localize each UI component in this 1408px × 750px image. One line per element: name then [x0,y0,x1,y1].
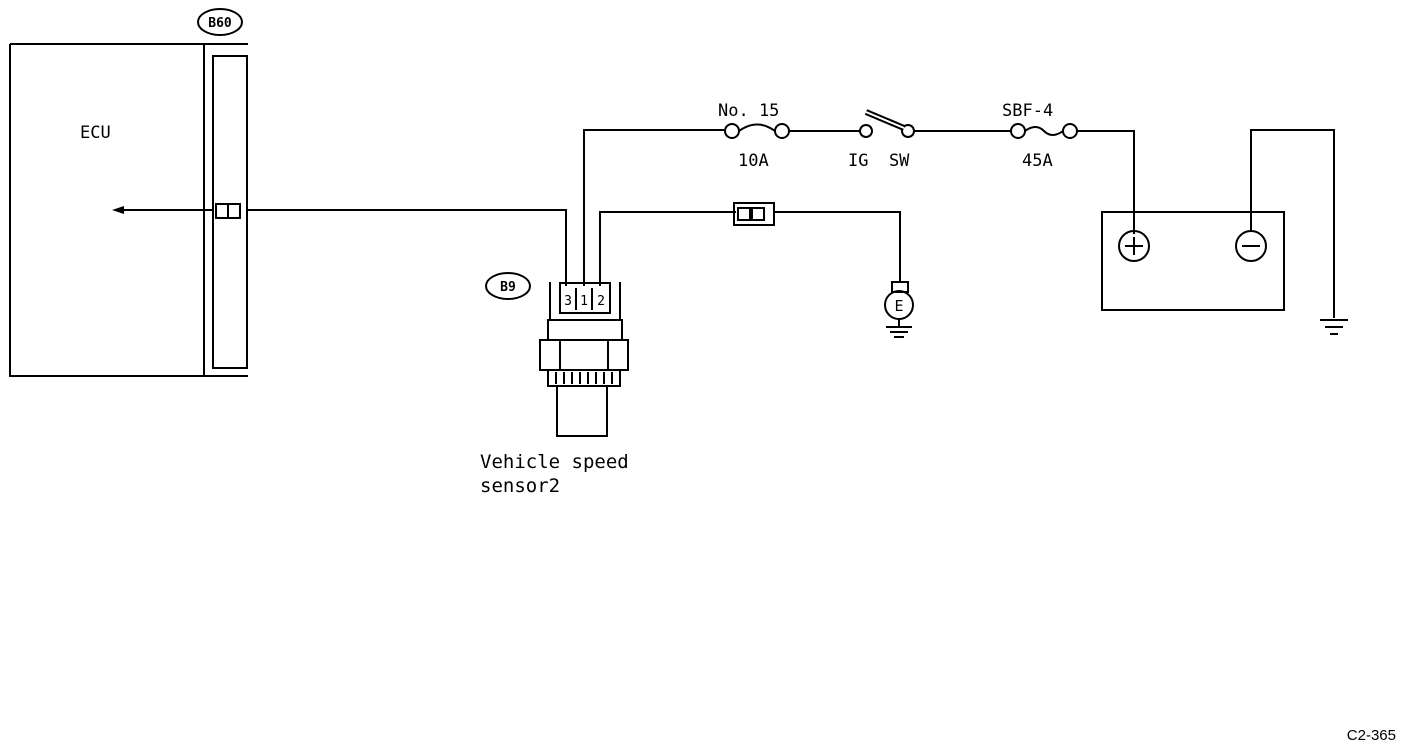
ground-wire [599,211,736,286]
fusible-link-rating: 45A [1022,151,1053,171]
fusible-link-name: SBF-4 [1002,101,1053,121]
fusible-link-sbf4 [1010,123,1078,139]
sensor-pin-1: 1 [580,294,588,309]
ignition-switch [859,109,915,138]
sensor-label-line1: Vehicle speed [480,451,629,473]
intermediate-connector [733,202,775,226]
ground-terminal-label: E [894,297,903,315]
sensor-pin-3: 3 [564,294,572,309]
power-wire [583,129,724,286]
connector-b9-label: B9 [500,280,516,295]
ignition-switch-label: IG SW [848,151,910,171]
fuse-name: No. 15 [718,101,779,121]
sensor-pin-2: 2 [597,294,605,309]
battery [1101,211,1285,311]
ground-terminal [884,281,914,338]
vehicle-speed-sensor [539,282,629,437]
connector-b60-label: B60 [208,16,232,31]
sensor-label-line2: sensor2 [480,475,560,497]
signal-wire [248,209,567,286]
figure-code: C2-365 [1347,727,1396,744]
fuse-no15 [724,123,790,139]
battery-ground-symbol [1320,319,1348,335]
fuse-rating: 10A [738,151,769,171]
connector-tag-b60 [197,8,243,36]
connector-tag-b9 [485,272,531,300]
ecu-label: ECU [80,123,111,143]
ecu-unit [9,43,248,377]
